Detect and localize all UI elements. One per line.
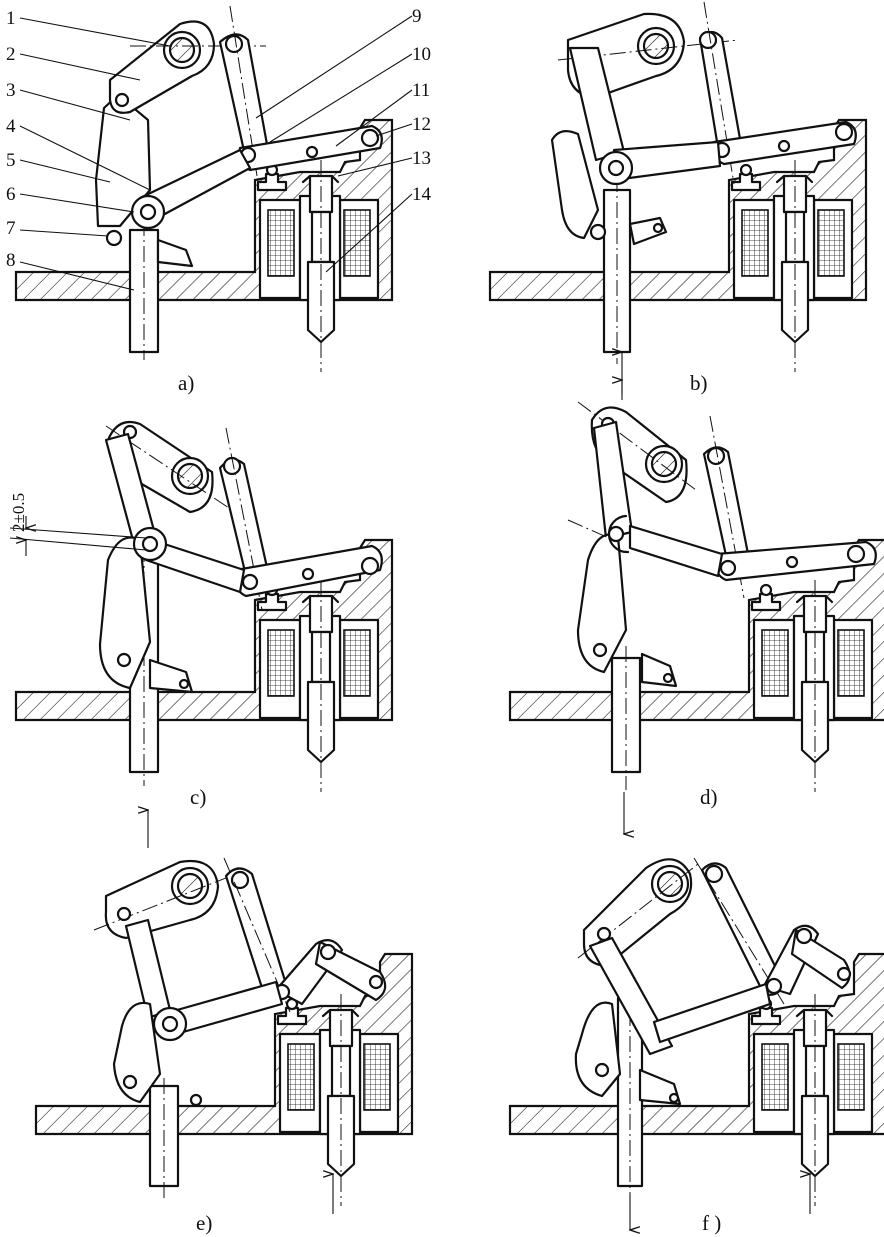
part-label-8: 8 xyxy=(6,250,16,271)
dimension-gap-label: 2±0.5 xyxy=(9,493,28,532)
panel-a xyxy=(14,5,394,374)
panel-d xyxy=(508,380,884,834)
base-housing-d xyxy=(508,538,884,794)
part-label-13: 13 xyxy=(412,148,431,169)
caption-e: e) xyxy=(196,1211,212,1235)
part-label-4: 4 xyxy=(6,116,16,137)
caption-d: d) xyxy=(700,785,718,809)
part-label-5: 5 xyxy=(6,150,16,171)
part-label-9: 9 xyxy=(412,6,422,27)
part-label-6: 6 xyxy=(6,184,16,205)
link-9-a xyxy=(218,33,270,163)
part-label-11: 11 xyxy=(412,80,430,101)
panel-f xyxy=(508,857,884,1230)
caption-b: b) xyxy=(690,371,708,395)
part-label-3: 3 xyxy=(6,80,16,101)
part-label-7: 7 xyxy=(6,218,16,239)
base-housing-f xyxy=(508,952,884,1208)
caption-f: f ) xyxy=(702,1211,721,1235)
base-housing-e xyxy=(34,952,414,1208)
base-housing-a xyxy=(14,118,394,374)
part-label-10: 10 xyxy=(412,44,431,65)
panel-b xyxy=(488,1,868,394)
caption-a: a) xyxy=(178,371,194,395)
part-label-12: 12 xyxy=(412,114,431,135)
caption-c: c) xyxy=(190,785,206,809)
part-label-14: 14 xyxy=(412,184,432,205)
part-label-2: 2 xyxy=(6,44,16,65)
part-label-1: 1 xyxy=(6,8,16,29)
part-labels: 1 2 3 4 5 6 7 8 9 10 11 12 13 14 xyxy=(6,6,432,291)
panel-e xyxy=(34,857,414,1214)
panel-c: 2±0.5 xyxy=(9,420,394,848)
